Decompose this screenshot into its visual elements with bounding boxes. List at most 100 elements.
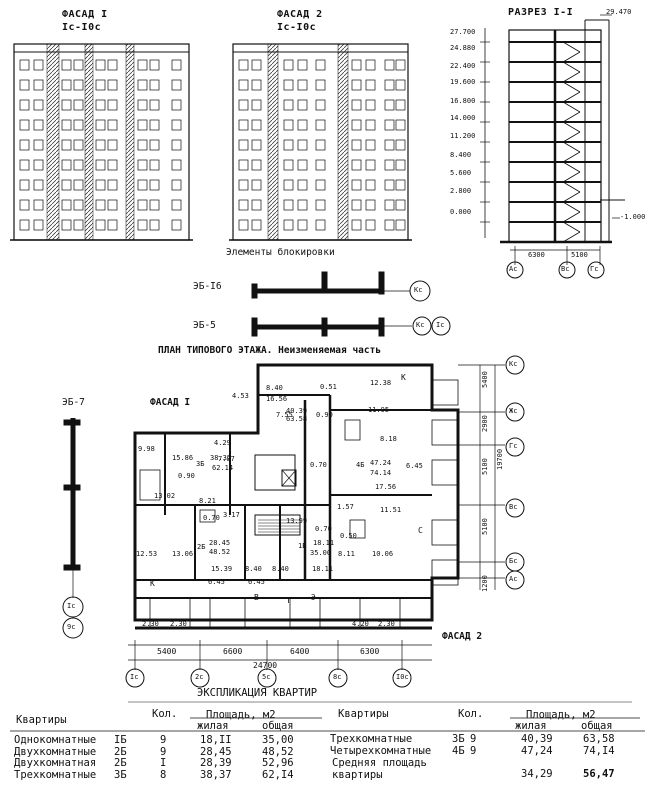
room-value-32: 16.56 <box>266 395 288 403</box>
room-value-17: 15.39 <box>211 565 233 573</box>
right-row-1-type: 4Б <box>452 744 465 757</box>
average-label-2: квартиры <box>332 769 383 781</box>
section-axis-v: Вс <box>561 265 570 273</box>
section-level-3: 19.600 <box>450 78 476 86</box>
room-value-43: 74.14 <box>370 469 392 477</box>
blocking-elements-drawing <box>62 271 451 639</box>
blocking-axis-kc-1: Кс <box>414 286 423 294</box>
right-row-0-total: 63,58 <box>583 733 615 745</box>
section-axis-a: Ас <box>509 265 518 273</box>
right-dim-1: 2900 <box>481 415 489 432</box>
floor-plan-drawing <box>125 355 632 703</box>
room-value-47: 0.70 <box>310 461 327 469</box>
room-value-2: 15.86 <box>172 454 194 462</box>
col-total-left: общая <box>262 720 294 732</box>
right-row-0-count: 9 <box>470 733 477 745</box>
blocking-eb5: ЭБ-5 <box>193 320 216 331</box>
room-value-5: 3Б <box>196 460 205 468</box>
room-value-36: 40.39 <box>286 407 308 415</box>
bottom-axis-4: I0с <box>396 673 409 681</box>
room-value-48: 11.51 <box>380 506 402 514</box>
blocking-title: Элементы блокировки <box>226 247 335 258</box>
plan-right-total: 19700 <box>496 448 504 470</box>
left-row-1-name: Двухкомнатные <box>14 745 97 758</box>
right-row-0-name: Трехкомнатные <box>330 733 413 745</box>
blocking-axis-kc-2: Кс <box>416 321 425 329</box>
bottom-axis-2: 5с <box>262 673 271 681</box>
section-1-1-drawing <box>480 14 625 279</box>
room-value-44: 4Б <box>356 461 365 469</box>
facade-1-title: ФАСАД I <box>62 9 108 20</box>
left-row-0-name: Однокомнатные <box>14 734 97 746</box>
blocking-axis-9c: 9с <box>67 623 76 631</box>
left-row-1-type: 2Б <box>114 745 127 758</box>
bottom-dim-1: 6600 <box>223 647 243 656</box>
average-living: 34,29 <box>521 768 553 780</box>
blocking-eb16: ЭБ-I6 <box>193 281 222 292</box>
plan-bottom-total: 24700 <box>253 661 278 670</box>
room-value-14: 28.45 <box>209 539 231 547</box>
plan-facade-2-label: ФАСАД 2 <box>442 631 483 642</box>
room-value-20: 6.45 <box>248 578 265 586</box>
small-dim-2: 4.20 <box>352 620 369 628</box>
col-count-left: Кол. <box>152 708 178 720</box>
section-axis-g: Гс <box>590 265 599 273</box>
room-value-33: 4.53 <box>232 392 249 400</box>
small-dim-0: 2.30 <box>142 620 159 628</box>
right-dim-2: 5100 <box>481 458 489 475</box>
average-total: 56,47 <box>583 768 615 780</box>
room-value-39: 0.90 <box>316 411 333 419</box>
room-value-15: 48.52 <box>209 548 231 556</box>
room-value-41: 8.18 <box>380 435 397 443</box>
small-dim-1: 2.30 <box>170 620 187 628</box>
col-apartments-right: Квартиры <box>338 708 389 720</box>
plan-letter-4: К <box>401 373 406 382</box>
plan-facade-1-label: ФАСАД I <box>150 397 191 408</box>
right-row-1-name: Четырехкомнатные <box>330 744 432 757</box>
section-level-4: 16.800 <box>450 97 476 105</box>
room-value-19: 6.45 <box>208 578 225 586</box>
room-value-11: 3.17 <box>223 511 240 519</box>
room-value-42: 47.24 <box>370 459 392 467</box>
section-roof-level: 29.470 <box>606 8 632 16</box>
plan-letter-2: Т <box>286 596 291 605</box>
section-level-6: 11.200 <box>450 132 476 140</box>
room-value-38: 7.55 <box>276 411 293 419</box>
room-value-0: 9.98 <box>138 445 155 453</box>
left-row-0-total: 35,00 <box>262 734 294 746</box>
room-value-1: 4.29 <box>214 439 231 447</box>
blocking-axis-1c: Iс <box>436 321 445 329</box>
left-row-0-type: IБ <box>114 734 127 746</box>
facade-1-axes: Iс-I0с <box>62 22 102 33</box>
plan-letter-1: В <box>254 593 259 602</box>
blocking-axis-1c-2: Iс <box>67 602 76 610</box>
section-level-1: 24.880 <box>450 44 476 52</box>
room-value-34: 0.51 <box>320 383 337 391</box>
section-ground-level: -1.000 <box>620 213 646 221</box>
room-value-46: 6.45 <box>406 462 423 470</box>
facade-2-drawing <box>229 43 412 241</box>
room-value-23: 1Б <box>298 542 307 550</box>
left-row-1-total: 48,52 <box>262 745 294 758</box>
room-value-31: 8.40 <box>266 384 283 392</box>
plan-letter-5: С <box>418 526 423 535</box>
room-value-6: 7.87 <box>218 455 235 463</box>
section-level-0: 27.700 <box>450 28 476 36</box>
bottom-dim-3: 6300 <box>360 647 380 656</box>
room-value-49: 1.57 <box>337 503 354 511</box>
left-row-2-count: I <box>160 757 167 769</box>
right-dim-0: 5400 <box>481 371 489 388</box>
col-living-right: жилая <box>515 720 547 732</box>
explication-title: ЭКСПЛИКАЦИЯ КВАРТИР <box>197 687 318 699</box>
bottom-axis-3: 8с <box>333 673 342 681</box>
left-row-0-count: 9 <box>160 734 167 746</box>
plan-title: ПЛАН ТИПОВОГО ЭТАЖА. Неизменяемая часть <box>158 345 382 356</box>
room-value-24: 18.11 <box>313 539 335 547</box>
right-axis-0: Кс <box>509 360 518 368</box>
right-dim-3: 5100 <box>481 518 489 535</box>
right-axis-2: Гс <box>509 442 518 450</box>
bottom-dim-2: 6400 <box>290 647 310 656</box>
section-level-10: 0.000 <box>450 208 472 216</box>
room-value-21: 13.99 <box>286 517 308 525</box>
